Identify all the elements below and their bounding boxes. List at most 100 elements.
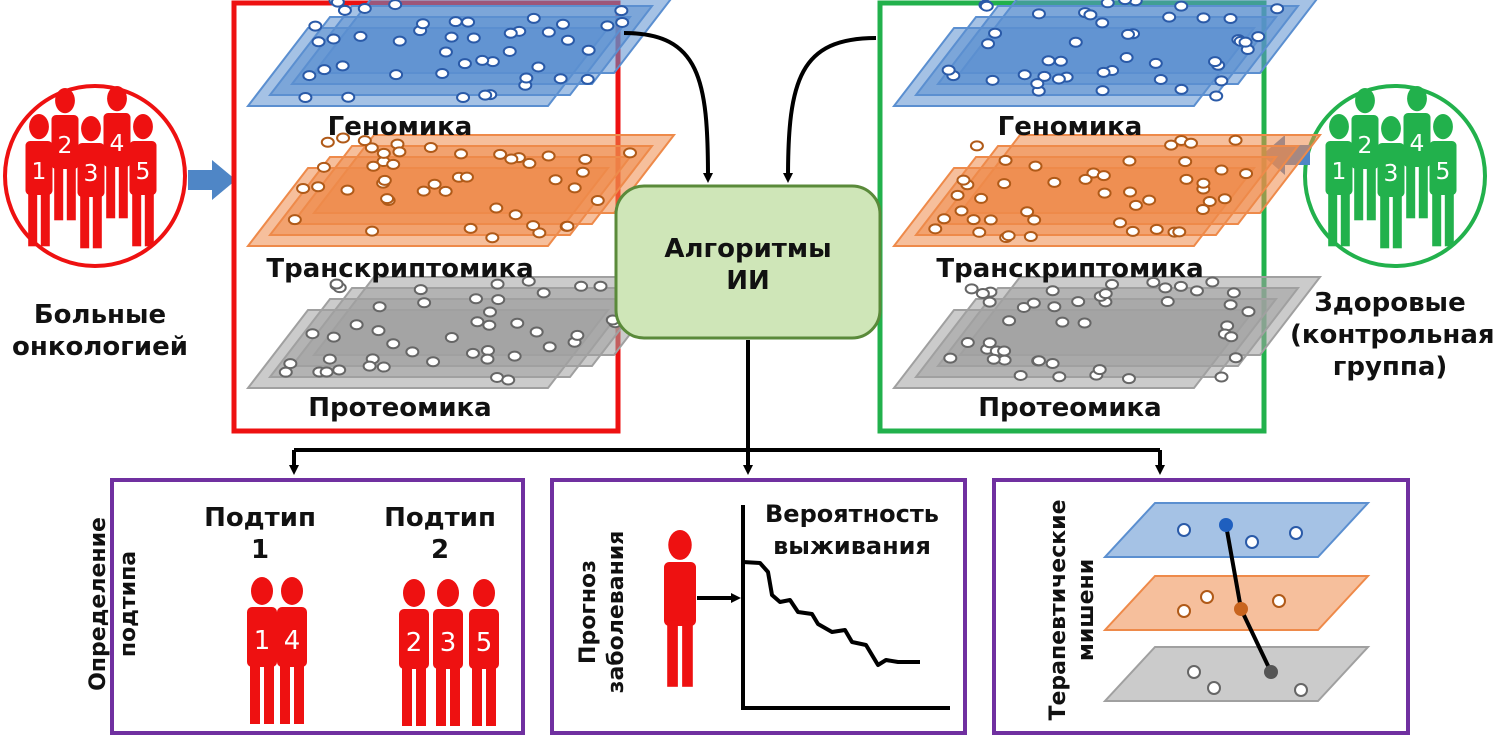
omics-dot xyxy=(981,38,996,50)
subtype2-person: 3 xyxy=(433,579,463,726)
omics-dot xyxy=(349,319,364,331)
omics-dot xyxy=(326,331,341,343)
omics-dot xyxy=(1209,90,1224,102)
omics-dot xyxy=(468,293,483,305)
omics-dot xyxy=(357,135,372,147)
targets-title-line2: мишени xyxy=(1074,558,1099,662)
omics-dot xyxy=(1153,73,1168,85)
omics-dot xyxy=(353,30,368,42)
person-body xyxy=(77,143,105,197)
omics-dot xyxy=(983,214,998,226)
healthy-patients-person: 3 xyxy=(1377,116,1405,249)
sick-patients-person: 5 xyxy=(129,114,157,247)
omics-dot xyxy=(489,202,504,214)
omics-dot xyxy=(1097,187,1112,199)
omics-dot xyxy=(372,301,387,313)
person-leg xyxy=(66,164,76,221)
person-body xyxy=(664,562,696,626)
omics-dot xyxy=(1270,3,1285,15)
omics-dot xyxy=(1055,316,1070,328)
prognosis-person xyxy=(664,530,696,687)
person-number: 4 xyxy=(110,129,125,157)
omics-dot xyxy=(928,223,943,235)
omics-dot xyxy=(1189,285,1204,297)
proteomics-label-right: Протеомика xyxy=(978,393,1162,423)
omics-dot xyxy=(1241,306,1256,318)
omics-dot xyxy=(341,91,356,103)
omics-dot xyxy=(974,192,989,204)
omics-dot xyxy=(1173,280,1188,292)
omics-dot xyxy=(319,366,334,378)
transcriptomics-label-left: Транскриптомика xyxy=(266,254,534,284)
omics-dot xyxy=(1041,55,1056,67)
target-node-genomics xyxy=(1219,518,1233,532)
omics-dot xyxy=(1202,196,1217,208)
omics-dot xyxy=(590,195,605,207)
healthy-omics-panel-transcriptomics-stack xyxy=(891,134,1323,247)
omics-dot xyxy=(1128,199,1143,211)
omics-dot xyxy=(521,275,536,287)
sick-patients-person: 1 xyxy=(25,114,53,247)
omics-dot xyxy=(1196,12,1211,24)
omics-dot xyxy=(1096,66,1111,78)
target-dot xyxy=(1207,681,1221,695)
omics-dot xyxy=(296,182,311,194)
omics-dot xyxy=(416,185,431,197)
omics-dot xyxy=(308,20,323,32)
person-number: 4 xyxy=(284,626,301,656)
omics-dot xyxy=(337,4,352,16)
person-body xyxy=(129,141,157,195)
omics-dot xyxy=(982,337,997,349)
ai-algorithms-label-line1: Алгоритмы xyxy=(664,234,832,264)
person-leg xyxy=(1392,192,1402,249)
omics-dot xyxy=(502,45,517,57)
omics-dot xyxy=(1122,155,1137,167)
omics-dot xyxy=(1001,230,1016,242)
sick-patients-person: 4 xyxy=(103,86,131,219)
omics-dot xyxy=(503,27,518,39)
omics-dot xyxy=(997,345,1012,357)
person-body xyxy=(1403,113,1431,167)
survival-axes xyxy=(741,505,950,710)
sick-patients-person: 2 xyxy=(51,88,79,221)
omics-dot xyxy=(1002,315,1017,327)
person-leg xyxy=(416,664,426,726)
person-head xyxy=(668,530,692,560)
omics-layer xyxy=(957,0,1318,74)
omics-dot xyxy=(1030,78,1045,90)
person-head xyxy=(281,577,303,605)
omics-dot xyxy=(490,278,505,290)
omics-dot xyxy=(504,153,519,165)
omics-dot xyxy=(1174,0,1189,12)
omics-dot xyxy=(426,356,441,368)
person-body xyxy=(247,607,277,667)
omics-dot xyxy=(1077,317,1092,329)
omics-dot xyxy=(485,232,500,244)
person-number: 1 xyxy=(1332,157,1347,185)
omics-dot xyxy=(1223,299,1238,311)
person-leg xyxy=(1418,162,1428,219)
arrow-right-omics-to-ai xyxy=(783,36,877,183)
person-number: 2 xyxy=(58,131,73,159)
sick-patients-label-line1: Больные xyxy=(33,300,167,330)
omics-dot xyxy=(548,174,563,186)
person-leg xyxy=(1444,190,1454,247)
person-body xyxy=(1429,141,1457,195)
omics-dot xyxy=(1123,186,1138,198)
omics-dot xyxy=(507,350,522,362)
target-dot xyxy=(1177,523,1191,537)
omics-dot xyxy=(501,374,516,386)
omics-dot xyxy=(311,181,326,193)
person-number: 4 xyxy=(1410,129,1425,157)
omics-dot xyxy=(941,64,956,76)
subtype2-label-line2: 2 xyxy=(430,535,450,565)
omics-dot xyxy=(322,353,337,365)
subtype1-person: 4 xyxy=(277,577,307,724)
omics-dot xyxy=(1092,364,1107,376)
omics-dot xyxy=(988,27,1003,39)
person-body xyxy=(1351,115,1379,169)
omics-dot xyxy=(463,222,478,234)
omics-dot xyxy=(326,33,341,45)
omics-dot xyxy=(560,220,575,232)
